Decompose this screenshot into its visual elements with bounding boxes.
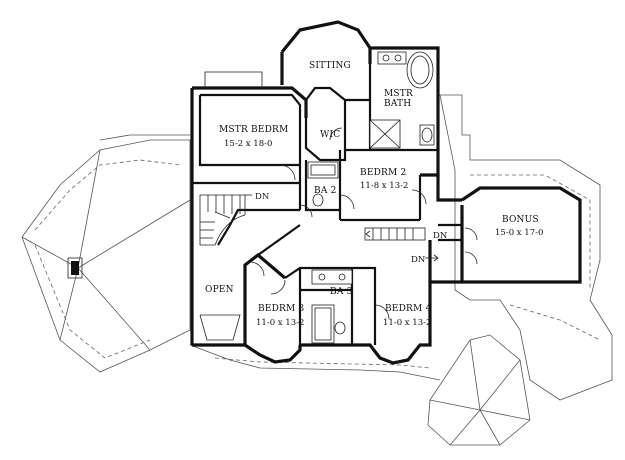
tub-master — [406, 51, 434, 89]
tub-ba2 — [307, 161, 339, 179]
label-dn-hall: DN — [433, 231, 448, 241]
label-bedrm3: BEDRM 3 — [258, 304, 304, 314]
dims-bedrm2: 11-8 x 13-2 — [360, 181, 408, 191]
roof-lower-edge — [189, 344, 441, 381]
label-bedrm4: BEDRM 4 — [385, 304, 431, 314]
label-bedrm2: BEDRM 2 — [360, 168, 406, 178]
label-mstr-bath-line1: MSTR — [384, 89, 413, 99]
stair-main — [199, 194, 252, 246]
toilet-master — [419, 124, 435, 146]
exterior-walls — [190, 20, 582, 365]
shower-master — [369, 119, 401, 149]
label-wic: WIC — [320, 130, 340, 140]
label-open: OPEN — [205, 285, 234, 295]
interior-walls — [192, 64, 462, 345]
roof-outline-right — [439, 94, 613, 401]
toilet-ba2 — [312, 193, 324, 207]
roof-turret-right — [427, 334, 531, 446]
label-dn-bonus: DN — [411, 255, 426, 265]
label-mstr-bedrm: MSTR BEDRM — [219, 125, 288, 135]
roof-outline-left — [21, 134, 191, 373]
label-ba3: BA 3 — [330, 287, 353, 297]
dims-bonus: 15-0 x 17-0 — [495, 228, 543, 238]
sink-ba3 — [311, 269, 353, 285]
label-dn-main: DN — [255, 192, 270, 202]
label-ba2: BA 2 — [314, 186, 337, 196]
label-bonus: BONUS — [502, 215, 539, 225]
dims-bedrm4: 11-0 x 13-2 — [383, 318, 431, 328]
tub-ba3 — [311, 304, 335, 344]
toilet-ba3 — [334, 321, 346, 335]
label-mstr-bath-line2: BATH — [384, 99, 411, 109]
open-railing — [199, 314, 241, 341]
dims-mstr-bedrm: 15-2 x 18-0 — [224, 139, 272, 149]
deck-rail-top — [204, 71, 263, 88]
stair-bonus-arrow — [425, 254, 439, 262]
label-sitting: SITTING — [309, 61, 351, 71]
sink-master — [377, 51, 407, 65]
roof-dormer — [67, 257, 83, 279]
doors — [249, 127, 478, 320]
dims-bedrm3: 11-0 x 13-2 — [256, 318, 304, 328]
stair-hall — [364, 227, 426, 241]
